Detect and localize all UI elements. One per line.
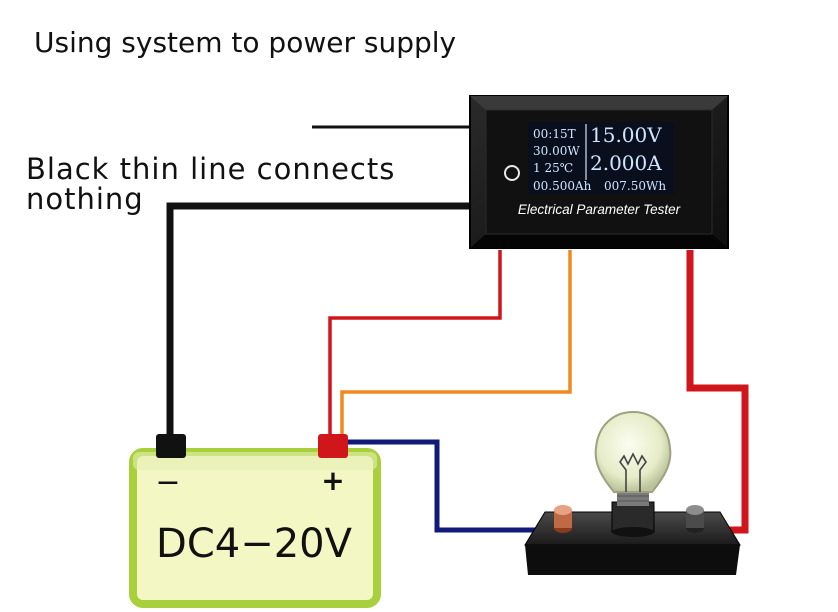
diagram-title: Using system to power supply	[34, 26, 457, 59]
lamp-left-terminal	[554, 505, 572, 533]
meter-temperature: 1 25℃	[533, 161, 573, 175]
note-line-2: nothing	[26, 182, 144, 216]
lamp-right-terminal	[686, 505, 704, 533]
positive-sign: +	[321, 464, 344, 497]
meter-voltage: 15.00V	[590, 123, 662, 147]
note-line-1: Black thin line connects	[26, 152, 396, 186]
meter-screen	[528, 122, 674, 194]
meter-device: 00:15T 30.00W 1 25℃ 15.00V 2.000A 00.500…	[469, 95, 729, 249]
lamp	[524, 410, 741, 575]
meter-power: 30.00W	[533, 144, 580, 158]
negative-terminal	[156, 434, 186, 458]
meter-button-icon	[504, 165, 520, 181]
meter-current: 2.000A	[590, 151, 662, 175]
meter-energy: 007.50Wh	[604, 179, 666, 193]
positive-terminal	[318, 434, 348, 458]
orange-wire	[340, 250, 572, 440]
blue-wire	[345, 439, 555, 533]
battery-label: DC4−20V	[156, 521, 353, 567]
meter-capacity: 00.500Ah	[533, 179, 592, 193]
negative-sign: −	[155, 465, 180, 500]
red-wire-battery	[328, 250, 502, 440]
black-wire	[166, 202, 470, 440]
meter-label: Electrical Parameter Tester	[518, 202, 681, 217]
bulb-icon	[594, 410, 672, 493]
meter-time: 00:15T	[533, 127, 576, 141]
red-wire-lamp	[686, 250, 749, 534]
battery: − + DC4−20V	[129, 434, 381, 608]
